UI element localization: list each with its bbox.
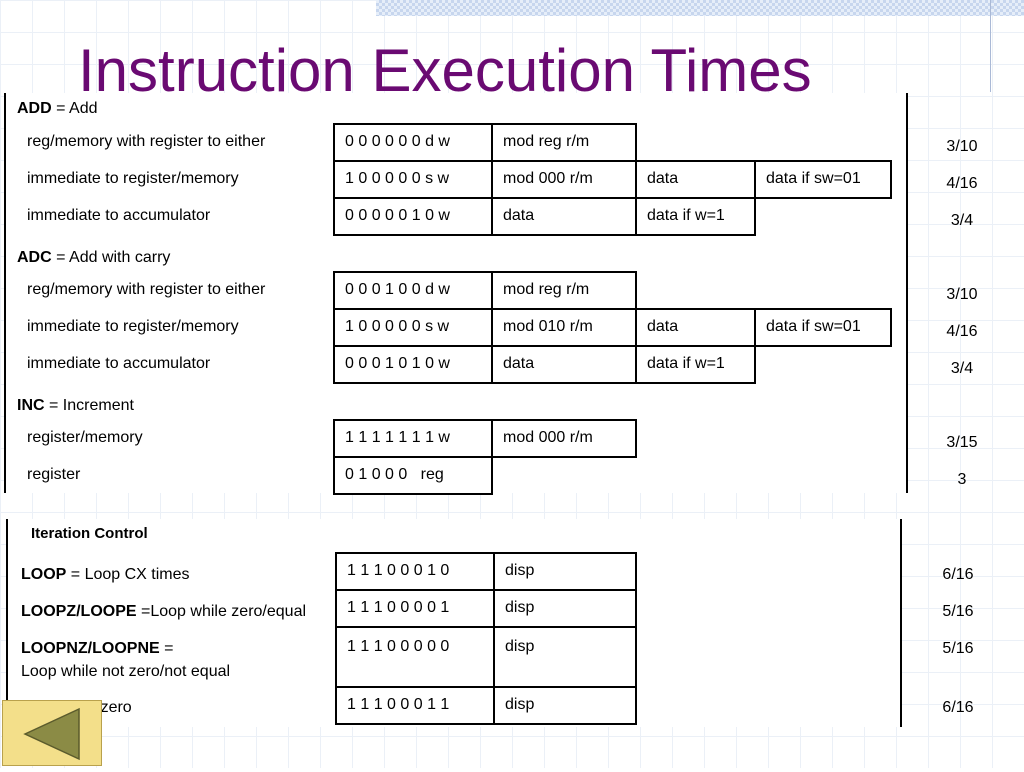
adc-description: = Add with carry	[56, 249, 171, 266]
operand-cell: disp	[493, 552, 637, 591]
loopz-mnemonic: LOOPZ/LOOPE	[21, 603, 137, 620]
data-cell: data if sw=01	[754, 308, 892, 347]
loopnz-description-line2: Loop while not zero/not equal	[21, 663, 231, 680]
operand-cell: disp	[493, 686, 637, 725]
opcode-cell: 0 1 0 0 0 reg	[333, 456, 493, 495]
data-cell: data if w=1	[635, 197, 756, 236]
execution-time: 3/10	[946, 286, 978, 303]
operand-cell: data	[491, 345, 637, 384]
decorative-band	[376, 0, 1024, 16]
loopz-description: =Loop while zero/equal	[141, 603, 307, 620]
add-description: = Add	[56, 100, 98, 117]
execution-time: 5/16	[942, 603, 974, 620]
execution-time: 6/16	[942, 699, 974, 716]
execution-time: 4/16	[946, 175, 978, 192]
loop-description: = Loop CX times	[70, 566, 190, 583]
opcode-cell: 0 0 0 1 0 1 0 w	[333, 345, 493, 384]
execution-time: 3/4	[950, 212, 974, 229]
opcode-cell: 1 1 1 0 0 0 0 1	[335, 589, 495, 628]
add-mnemonic: ADD	[17, 100, 52, 117]
add-heading: ADD = Add	[17, 99, 98, 119]
data-cell: data if sw=01	[754, 160, 892, 199]
opcode-cell: 1 0 0 0 0 0 s w	[333, 160, 493, 199]
slide-title: Instruction Execution Times	[78, 37, 812, 104]
adc-heading: ADC = Add with carry	[17, 248, 170, 268]
operand-cell: mod reg r/m	[491, 123, 637, 162]
loop-mnemonic: LOOP	[21, 566, 67, 583]
row-label: reg/memory with register to either	[27, 281, 266, 298]
execution-time: 3	[957, 471, 967, 488]
row-label: immediate to register/memory	[27, 170, 239, 187]
adc-mnemonic: ADC	[17, 249, 52, 266]
opcode-cell: 1 1 1 0 0 0 1 0	[335, 552, 495, 591]
loopnz-description: =	[164, 640, 174, 657]
triangle-left-icon	[23, 707, 80, 761]
opcode-cell: 1 1 1 0 0 0 1 1	[335, 686, 495, 725]
operand-cell: disp	[493, 589, 637, 628]
data-cell: data	[635, 160, 756, 199]
operand-cell: mod reg r/m	[491, 271, 637, 310]
row-label: reg/memory with register to either	[27, 133, 266, 150]
operand-cell: mod 000 r/m	[491, 160, 637, 199]
execution-time: 3/15	[946, 434, 978, 451]
operand-cell: mod 000 r/m	[491, 419, 637, 458]
cell-divider	[491, 456, 493, 495]
row-label: immediate to accumulator	[27, 207, 211, 224]
operand-cell: disp	[493, 626, 637, 688]
opcode-cell: 0 0 0 0 0 1 0 w	[333, 197, 493, 236]
execution-time: 5/16	[942, 640, 974, 657]
opcode-cell: 1 1 1 1 1 1 1 w	[333, 419, 493, 458]
iteration-table: Iteration Control LOOP = Loop CX times 1…	[6, 519, 974, 727]
opcode-cell: 0 0 0 0 0 0 d w	[333, 123, 493, 162]
loopnz-label: LOOPNZ/LOOPNE =	[21, 639, 173, 659]
opcode-cell: 1 1 1 0 0 0 0 0	[335, 626, 495, 688]
opcode-cell: 1 0 0 0 0 0 s w	[333, 308, 493, 347]
execution-time: 6/16	[942, 566, 974, 583]
iteration-heading: Iteration Control	[31, 525, 148, 542]
row-label: immediate to accumulator	[27, 355, 211, 372]
arithmetic-table: ADD = Add reg/memory with register to ei…	[4, 93, 978, 495]
loopz-label: LOOPZ/LOOPE =Loop while zero/equal	[21, 602, 306, 622]
decorative-line	[990, 0, 991, 92]
operand-cell: data	[491, 197, 637, 236]
operand-cell: mod 010 r/m	[491, 308, 637, 347]
loop-label: LOOP = Loop CX times	[21, 565, 190, 585]
back-button[interactable]	[2, 700, 102, 766]
loopnz-mnemonic: LOOPNZ/LOOPNE	[21, 640, 160, 657]
row-label: immediate to register/memory	[27, 318, 239, 335]
inc-heading: INC = Increment	[17, 396, 134, 416]
data-cell: data if w=1	[635, 345, 756, 384]
row-label: register	[27, 466, 81, 483]
execution-time: 3/10	[946, 138, 978, 155]
inc-description: = Increment	[49, 397, 134, 414]
execution-time: 3/4	[950, 360, 974, 377]
data-cell: data	[635, 308, 756, 347]
execution-time: 4/16	[946, 323, 978, 340]
row-label: register/memory	[27, 429, 143, 446]
opcode-cell: 0 0 0 1 0 0 d w	[333, 271, 493, 310]
inc-mnemonic: INC	[17, 397, 45, 414]
